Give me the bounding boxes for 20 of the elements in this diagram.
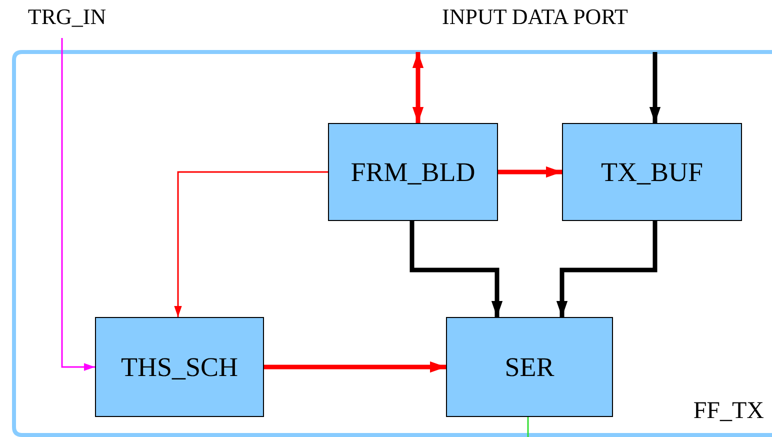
process-box (328, 123, 498, 221)
block-label: FRM_BLD (350, 156, 476, 188)
arrow (649, 52, 661, 123)
arrow (264, 361, 446, 373)
module-label: FF_TX (693, 398, 764, 425)
process-box (446, 317, 613, 417)
block-label: SER (504, 352, 554, 382)
block-label: TRG_IN (28, 4, 106, 30)
block-label: TX_BUF (600, 156, 703, 188)
arrow (61, 38, 95, 371)
arrow (412, 52, 424, 123)
arrow (410, 221, 503, 317)
block-label: INPUT DATA PORT (442, 4, 628, 30)
arrow (174, 171, 328, 317)
arrow (498, 166, 562, 178)
connector-line (527, 417, 529, 437)
process-box (562, 123, 742, 221)
block-label: THS_SCH (120, 352, 238, 382)
process-box (95, 317, 264, 417)
arrow (556, 221, 658, 317)
